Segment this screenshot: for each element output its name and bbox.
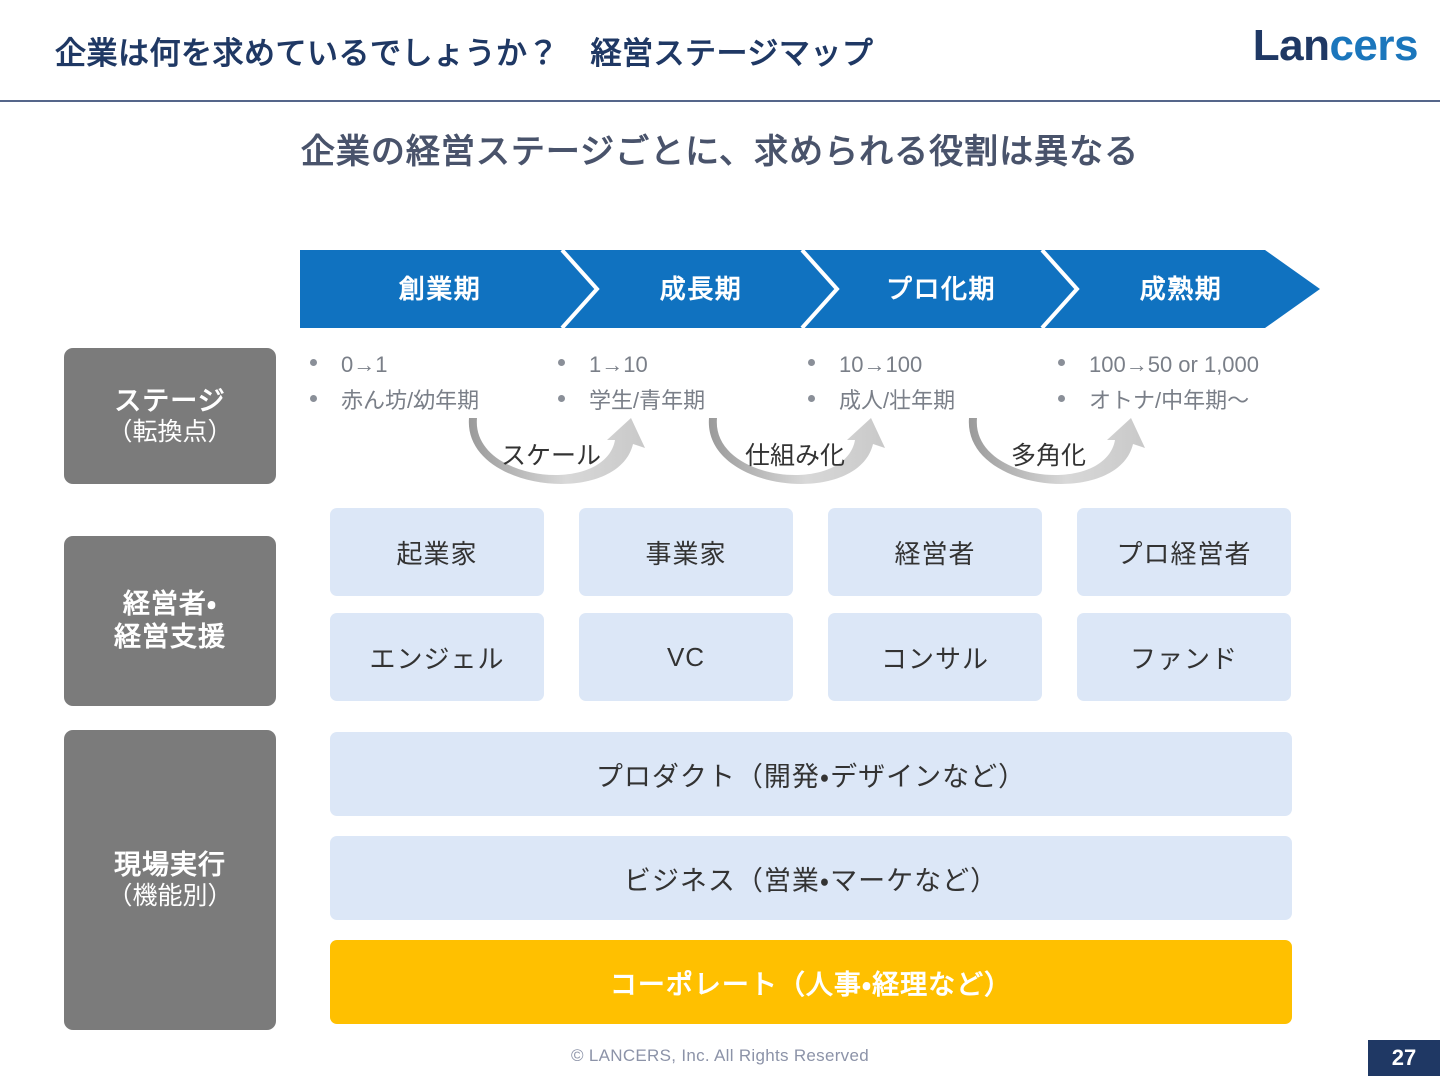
stage-label-3: プロ化期 [885, 274, 996, 304]
transition-arrows: スケール 仕組み化 多角化 [455, 410, 1175, 500]
bullet-text: 赤ん坊/幼年期 [341, 388, 480, 413]
category-title: 現場実行 [114, 849, 226, 880]
transition-arrow-2 [708, 418, 885, 484]
transition-label-3: 多角化 [1011, 442, 1087, 470]
chevron-banner-shape [300, 250, 1320, 328]
bullet-dot-icon [558, 359, 565, 366]
stage-label-1: 創業期 [398, 274, 482, 304]
category-subtitle: （転換点） [107, 418, 233, 447]
bullet-text: 学生/青年期 [589, 388, 706, 413]
subtitle: 企業の経営ステージごとに、求められる役割は異なる [300, 133, 1140, 171]
bullet-item: 1→10 [558, 352, 808, 383]
bullet-item: 10→100 [808, 352, 1058, 383]
bullet-column-4: 100→50 or 1,000 オトナ/中年期〜 [1058, 352, 1358, 414]
category-box-management: 経営者・ 経営支援 [64, 536, 276, 706]
header-divider [0, 100, 1440, 102]
page-number-badge: 27 [1368, 1040, 1440, 1076]
transition-label-2: 仕組み化 [745, 442, 846, 470]
transition-label-1: スケール [501, 442, 602, 470]
transition-arrow-shapes [468, 418, 1145, 484]
stage-banner: 創業期 成長期 プロ化期 成熟期 [300, 250, 1320, 328]
role-cell-leader-4: プロ経営者 [1077, 508, 1291, 596]
bullet-item: 成人/壮年期 [808, 383, 1058, 414]
category-title-line2: 経営支援 [114, 622, 226, 652]
logo-text-light: cers [1329, 21, 1418, 70]
function-bar-business: ビジネス（営業・マーケなど） [330, 836, 1292, 920]
bullet-text: 1→10 [589, 352, 648, 377]
category-title-line1: 経営者・ [122, 589, 218, 620]
category-title: ステージ [114, 385, 226, 416]
bullet-column-3: 10→100 成人/壮年期 [808, 352, 1058, 414]
bullet-item: オトナ/中年期〜 [1058, 383, 1358, 414]
stage-label-4: 成熟期 [1139, 274, 1223, 304]
bullet-dot-icon [808, 359, 815, 366]
page-title: 企業は何を求めているでしょうか？ 経営ステージマップ [55, 36, 874, 71]
role-cell-leader-2: 事業家 [579, 508, 793, 596]
role-cell-support-3: コンサル [828, 613, 1042, 701]
role-cell-support-4: ファンド [1077, 613, 1291, 701]
bullet-item: 赤ん坊/幼年期 [310, 383, 560, 414]
bullet-dot-icon [808, 395, 815, 402]
transition-arrow-1 [468, 418, 645, 484]
role-cell-leader-3: 経営者 [828, 508, 1042, 596]
lancers-logo: Lancers [1252, 21, 1419, 70]
category-box-stage: ステージ （転換点） [64, 348, 276, 484]
transition-arrow-3 [968, 418, 1145, 484]
stage-label-2: 成長期 [659, 274, 743, 304]
stage-bullets: 0→1 赤ん坊/幼年期 1→10 学生/青年期 10→100 成人/壮年期 10… [300, 352, 1360, 414]
logo-text-dark: Lan [1252, 21, 1330, 70]
bullet-text: 10→100 [839, 352, 923, 377]
bullet-text: 0→1 [341, 352, 388, 377]
role-cell-leader-1: 起業家 [330, 508, 544, 596]
slide-header: 企業は何を求めているでしょうか？ 経営ステージマップ Lancers [0, 0, 1440, 102]
bullet-item: 学生/青年期 [558, 383, 808, 414]
bullet-item: 100→50 or 1,000 [1058, 352, 1358, 383]
bullet-item: 0→1 [310, 352, 560, 383]
bullet-text: オトナ/中年期〜 [1089, 388, 1250, 413]
bullet-text: 100→50 or 1,000 [1089, 352, 1260, 377]
bullet-dot-icon [558, 395, 565, 402]
bullet-dot-icon [1058, 395, 1065, 402]
bullet-column-2: 1→10 学生/青年期 [558, 352, 808, 414]
function-bar-corporate: コーポレート（人事・経理など） [330, 940, 1292, 1024]
bullet-dot-icon [310, 395, 317, 402]
bullet-column-1: 0→1 赤ん坊/幼年期 [310, 352, 560, 414]
footer-copyright: © LANCERS, Inc. All Rights Reserved [571, 1046, 869, 1065]
bullet-dot-icon [1058, 359, 1065, 366]
category-subtitle: （機能別） [107, 882, 233, 911]
role-cell-support-1: エンジェル [330, 613, 544, 701]
role-cell-support-2: VC [579, 613, 793, 701]
category-box-execution: 現場実行 （機能別） [64, 730, 276, 1030]
bullet-text: 成人/壮年期 [839, 388, 956, 413]
bullet-dot-icon [310, 359, 317, 366]
function-bar-product: プロダクト（開発・デザインなど） [330, 732, 1292, 816]
